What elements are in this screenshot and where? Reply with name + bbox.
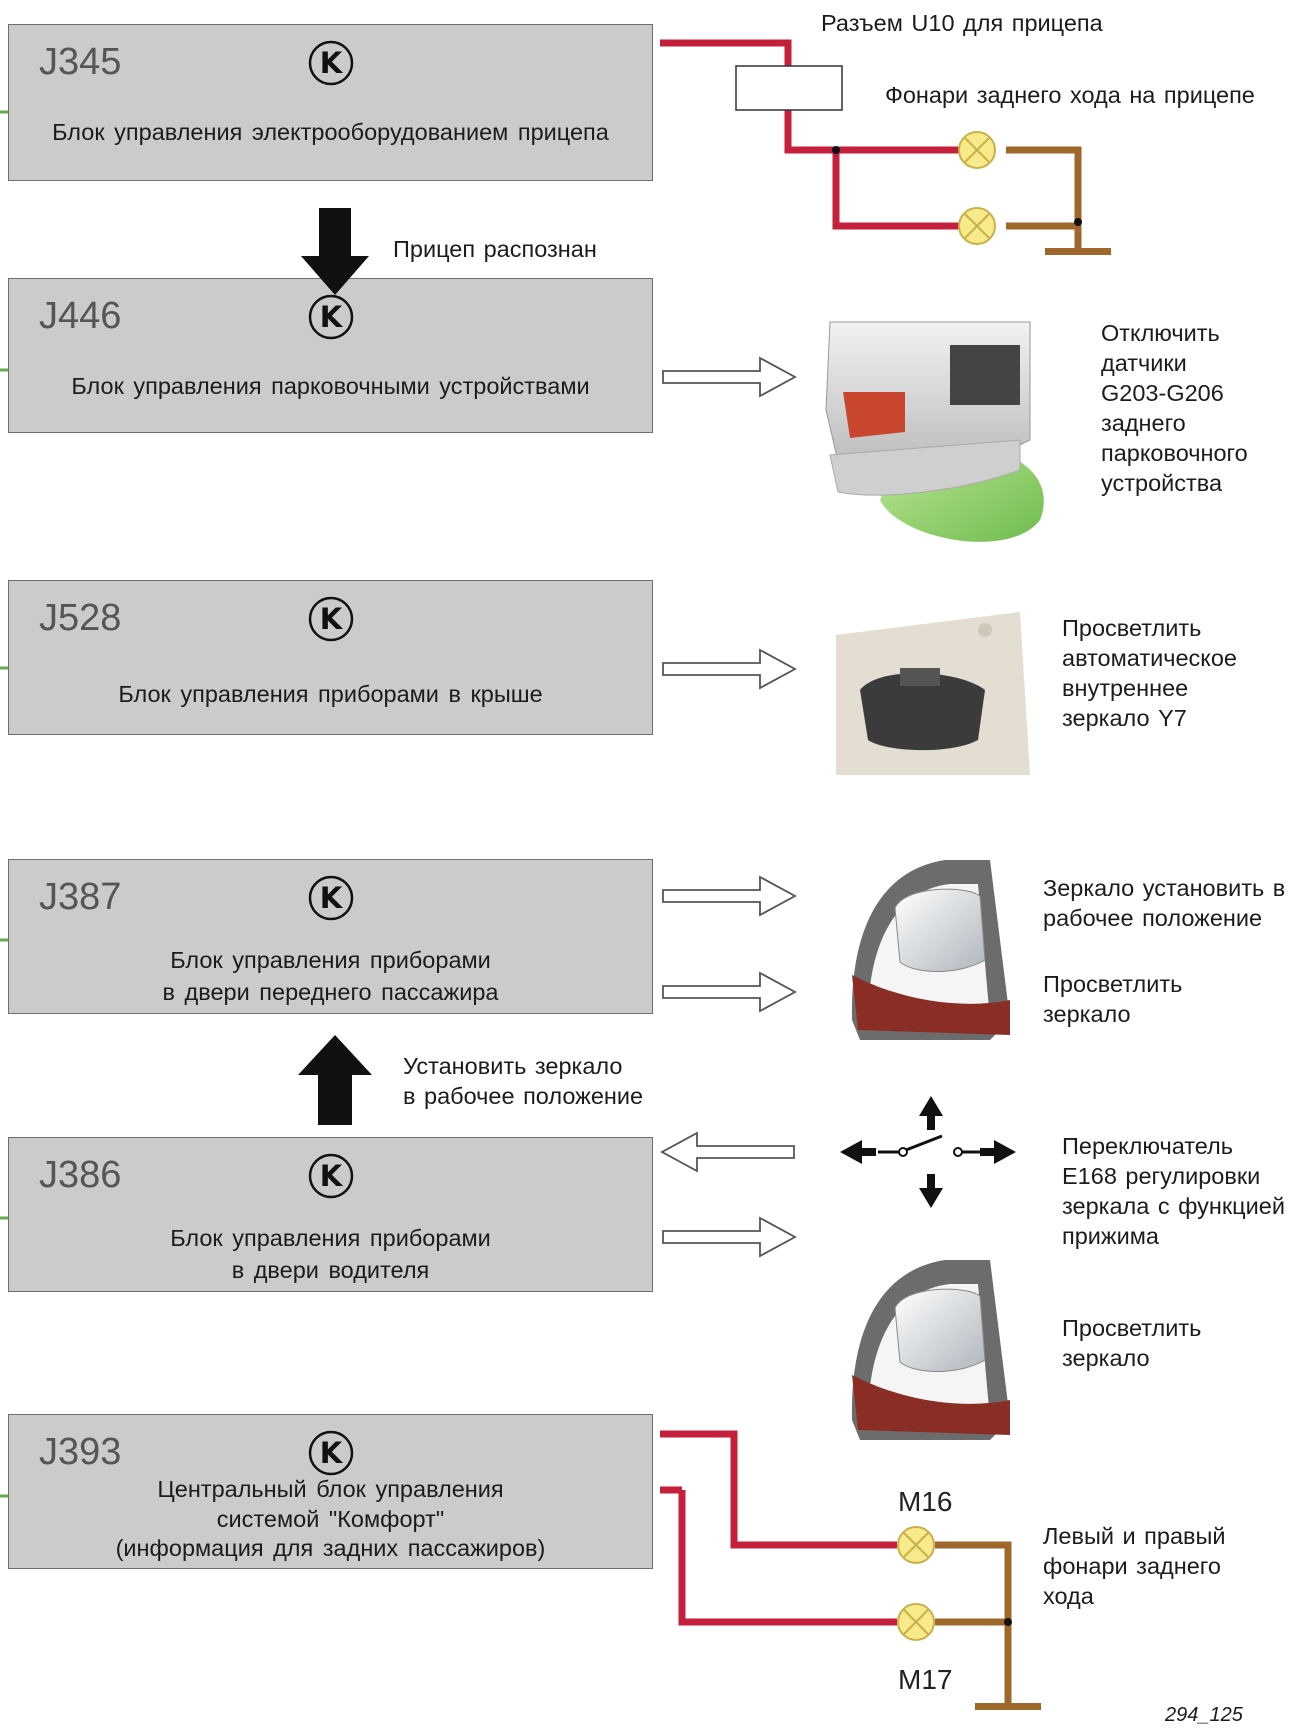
- trailer-wiring: [660, 39, 1082, 248]
- ecu-desc-line: Блок управления приборами в крыше: [118, 681, 543, 707]
- ecu-code: J528: [39, 597, 122, 639]
- lamp-icon: [958, 207, 996, 245]
- m17-label: M17: [898, 1664, 953, 1695]
- k-symbol: K: [320, 881, 344, 915]
- k-symbol: K: [320, 1159, 344, 1193]
- interior-mirror-picture: [836, 612, 1030, 775]
- k-symbol: K: [320, 46, 344, 80]
- k-symbol: K: [320, 1436, 344, 1470]
- ecu-desc-line: Центральный блок управления: [157, 1476, 504, 1502]
- k-terminal-icon: K: [308, 1153, 354, 1199]
- ecu-desc-line: в двери переднего пассажира: [162, 979, 499, 1005]
- solid-arrow-icon: [298, 1035, 372, 1125]
- switch-icon: [840, 1096, 1016, 1208]
- ecu-box-j387: J387 K Блок управления приборами в двери…: [8, 859, 653, 1014]
- door-mirror-picture: [851, 860, 1010, 1040]
- ecu-box-j345: J345 K Блок управления электрооборудован…: [8, 24, 653, 181]
- ecu-desc-line: Блок управления приборами: [170, 947, 491, 973]
- lamp-icon: [897, 1603, 935, 1641]
- k-terminal-icon: K: [308, 596, 354, 642]
- ecu-box-j393: J393 K Центральный блок управления систе…: [8, 1414, 653, 1569]
- k-terminal-icon: K: [308, 1430, 354, 1476]
- k-symbol: K: [320, 602, 344, 636]
- bus-stubs: [0, 110, 8, 1498]
- ecu-code: J387: [39, 876, 122, 918]
- ecu-desc-line: в двери водителя: [231, 1257, 430, 1283]
- ecu-code: J393: [39, 1431, 122, 1473]
- ecu-box-j446: J446 K Блок управления парковочными устр…: [8, 278, 653, 433]
- rear-lamp-wiring: [660, 1430, 1012, 1703]
- ecu-desc-line: системой "Комфорт": [216, 1506, 445, 1532]
- trailer-lamps-label: Фонари заднего хода на прицепе: [885, 82, 1255, 108]
- ecu-box-j528: J528 K Блок управления приборами в крыше: [8, 580, 653, 735]
- car-rear-picture: [825, 321, 1044, 542]
- hollow-arrow-icon: [660, 356, 797, 1258]
- ecu-code: J446: [39, 295, 122, 337]
- trailer-detected-label: Прицеп распознан: [393, 236, 597, 262]
- solid-arrow-icon: [301, 208, 369, 295]
- ecu-desc-line: Блок управления приборами: [170, 1225, 491, 1251]
- ground-icon: [975, 1703, 1041, 1710]
- lamp-icon: [958, 131, 996, 169]
- k-terminal-icon: K: [308, 875, 354, 921]
- k-symbol: K: [320, 300, 344, 334]
- ground-icon: [1045, 248, 1111, 255]
- k-terminal-icon: K: [308, 40, 354, 86]
- trailer-socket-box: [735, 65, 843, 111]
- ecu-code: J386: [39, 1154, 122, 1196]
- ecu-box-j386: J386 K Блок управления приборами в двери…: [8, 1137, 653, 1292]
- ecu-desc-line: Блок управления парковочными устройствам…: [71, 373, 590, 399]
- figure-number: 294_125: [1165, 1704, 1243, 1726]
- lamp-icon: [897, 1526, 935, 1564]
- ecu-desc-line: (информация для задних пассажиров): [115, 1535, 546, 1561]
- ecu-code: J345: [39, 41, 122, 83]
- door-mirror-picture: [851, 1260, 1010, 1440]
- m16-label: M16: [898, 1486, 953, 1517]
- k-terminal-icon: K: [308, 294, 354, 340]
- ecu-desc-line: Блок управления электрооборудованием при…: [52, 119, 609, 145]
- trailer-socket-label: Разъем U10 для прицепа: [821, 10, 1103, 36]
